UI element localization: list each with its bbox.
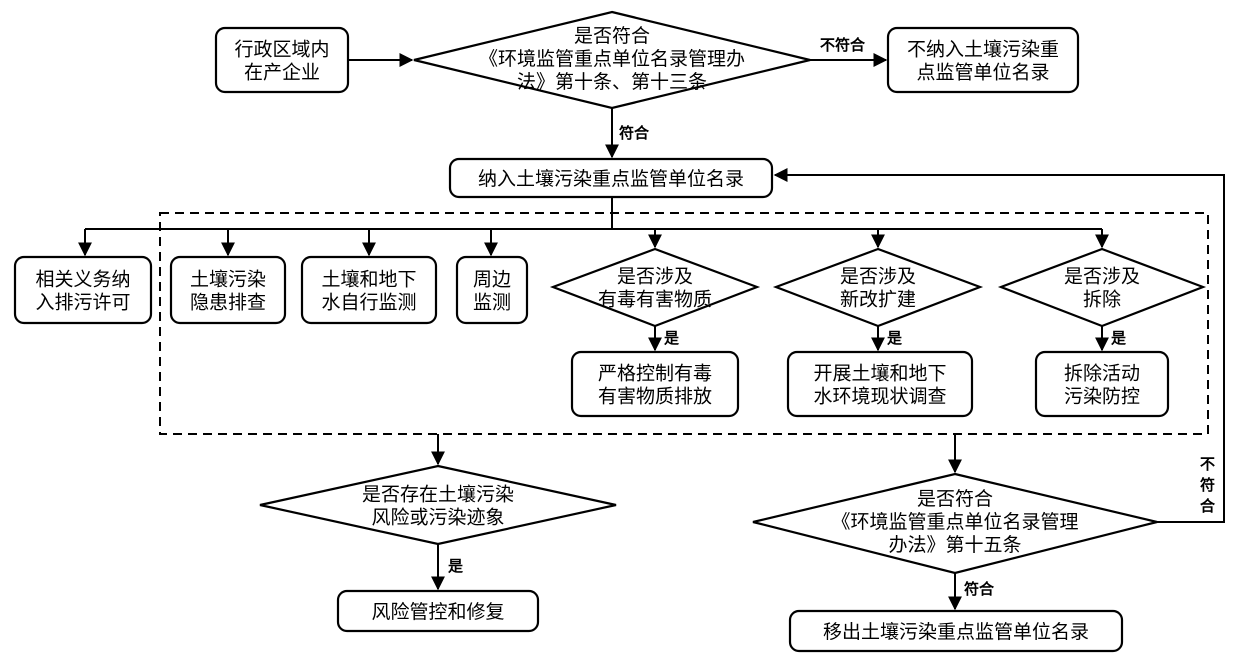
permit-line-1: 入排污许可	[35, 292, 130, 314]
node-exclude	[886, 26, 1080, 94]
new_build_q-line-0: 是否涉及	[840, 266, 916, 288]
node-self-monitor	[300, 255, 438, 325]
start-line-0: 行政区域内	[234, 39, 329, 61]
node-survey	[786, 350, 974, 418]
check_10_13-line-0: 是否符合	[574, 25, 650, 47]
check_15-line-1: 《环境监管重点单位名录管理	[831, 511, 1078, 533]
label-not-comply-v2: 符	[1200, 476, 1215, 494]
arrow-loop-back	[773, 168, 1225, 523]
measures-dashed-group	[159, 212, 1209, 435]
label-yes-toxic: 是	[663, 329, 680, 347]
toxic_q-line-0: 是否涉及	[617, 266, 693, 288]
include-line-0: 纳入土壤污染重点监管单位名录	[478, 168, 744, 190]
text-toxic-q: 是否涉及有毒有害物质	[598, 266, 712, 311]
risk_q-line-0: 是否存在土壤污染	[362, 484, 514, 506]
perimeter-line-0: 周边	[473, 269, 511, 291]
text-permit: 相关义务纳入排污许可	[35, 269, 130, 314]
node-remediate	[336, 589, 540, 633]
node-perimeter	[455, 255, 529, 325]
demolish_q-line-1: 拆除	[1083, 289, 1121, 311]
self_monitor-line-1: 水自行监测	[321, 292, 416, 314]
node-risk-q	[259, 464, 617, 546]
demolish_ctrl-line-1: 污染防控	[1064, 386, 1140, 408]
text-self-monitor: 土壤和地下水自行监测	[321, 269, 416, 314]
toxic_ctrl-line-1: 有害物质排放	[598, 386, 712, 408]
exclude-line-0: 不纳入土壤污染重	[907, 39, 1059, 61]
node-toxic-q	[549, 247, 761, 328]
toxic_q-line-1: 有毒有害物质	[598, 289, 712, 311]
node-newbuild-q	[772, 247, 984, 328]
demolish_ctrl-line-0: 拆除活动	[1064, 363, 1140, 385]
text-check-10-13: 是否符合《环境监管重点单位名录管理办法》第十条、第十三条	[479, 25, 745, 93]
text-remove: 移出土壤污染重点监管单位名录	[823, 621, 1089, 643]
text-remediate: 风险管控和修复	[371, 601, 504, 623]
text-include: 纳入土壤污染重点监管单位名录	[478, 168, 744, 190]
text-check-15: 是否符合《环境监管重点单位名录管理办法》第十五条	[831, 488, 1078, 556]
new_build_q-line-1: 新改扩建	[840, 289, 916, 311]
text-risk-q: 是否存在土壤污染风险或污染迹象	[362, 484, 514, 529]
text-demolish-q: 是否涉及拆除	[1064, 266, 1140, 311]
risk_q-line-1: 风险或污染迹象	[371, 507, 504, 529]
label-not-comply-v3: 合	[1199, 497, 1216, 515]
text-survey: 开展土壤和地下水环境现状调查	[813, 363, 946, 408]
text-exclude: 不纳入土壤污染重点监管单位名录	[907, 39, 1059, 84]
node-check-15	[752, 472, 1158, 575]
label-yes-demolish: 是	[1110, 329, 1127, 347]
node-toxic-ctrl	[570, 350, 740, 418]
remove-line-0: 移出土壤污染重点监管单位名录	[823, 621, 1089, 643]
start-line-1: 在产企业	[244, 62, 320, 84]
toxic_ctrl-line-0: 严格控制有毒	[598, 363, 712, 385]
node-demolish-q	[997, 247, 1207, 328]
check_15-line-2: 办法》第十五条	[888, 534, 1021, 556]
text-hazard: 土壤污染隐患排查	[190, 269, 266, 314]
check_10_13-line-2: 法》第十条、第十三条	[517, 71, 707, 93]
text-toxic-ctrl: 严格控制有毒有害物质排放	[598, 363, 712, 408]
label-comply-bottom: 符合	[964, 580, 995, 598]
node-start	[214, 26, 350, 94]
check_15-line-0: 是否符合	[917, 488, 993, 510]
exclude-line-1: 点监管单位名录	[916, 62, 1049, 84]
permit-line-0: 相关义务纳	[35, 269, 130, 291]
label-yes-risk: 是	[447, 557, 464, 575]
check_10_13-line-1: 《环境监管重点单位名录管理办	[479, 48, 745, 70]
text-demolish-ctrl: 拆除活动污染防控	[1064, 363, 1140, 408]
demolish_q-line-0: 是否涉及	[1064, 266, 1140, 288]
text-start: 行政区域内在产企业	[234, 39, 329, 84]
label-comply-top: 符合	[619, 124, 650, 142]
self_monitor-line-0: 土壤和地下	[321, 269, 416, 291]
text-perimeter: 周边监测	[473, 269, 511, 314]
survey-line-0: 开展土壤和地下	[813, 363, 946, 385]
label-not-comply-top: 不符合	[820, 36, 866, 54]
node-remove	[788, 609, 1124, 653]
survey-line-1: 水环境现状调查	[813, 386, 946, 408]
remediate-line-0: 风险管控和修复	[371, 601, 504, 623]
text-newbuild-q: 是否涉及新改扩建	[840, 266, 916, 311]
hazard_check-line-0: 土壤污染	[190, 269, 266, 291]
label-yes-newbuild: 是	[886, 329, 903, 347]
label-not-comply-v1: 不	[1200, 455, 1215, 473]
node-check-10-13	[413, 10, 811, 110]
node-include	[448, 157, 774, 199]
node-hazard	[169, 255, 287, 325]
node-demolish-ctrl	[1034, 350, 1170, 418]
perimeter-line-1: 监测	[473, 292, 511, 314]
hazard_check-line-1: 隐患排查	[190, 292, 266, 314]
node-permit	[13, 255, 153, 325]
